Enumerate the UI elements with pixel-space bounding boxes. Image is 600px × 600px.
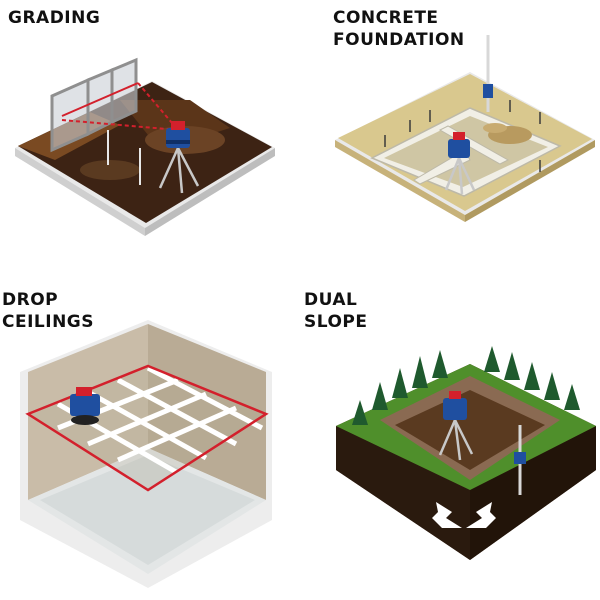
laser-receiver-icon <box>483 35 493 112</box>
title-line: DUAL <box>304 290 358 310</box>
title-grading: GRADING <box>8 7 100 29</box>
rotary-laser-icon <box>448 132 470 158</box>
slope-arrow-icon <box>432 502 496 528</box>
title-dual-slope: DUAL SLOPE <box>304 289 368 333</box>
title-line: CEILINGS <box>2 312 94 332</box>
tripod-icon <box>158 147 200 194</box>
title-line: DROP <box>2 290 59 310</box>
rotary-laser-icon <box>166 121 190 148</box>
tree-line <box>352 346 580 425</box>
laser-receiver-icon <box>514 425 526 495</box>
laser-line-perimeter <box>25 364 269 492</box>
title-line: CONCRETE <box>333 8 439 28</box>
tripod-icon <box>438 419 474 461</box>
tripod-icon <box>444 157 476 195</box>
title-drop-ceilings: DROP CEILINGS <box>2 289 94 333</box>
title-concrete-foundation: CONCRETE FOUNDATION <box>333 7 465 51</box>
fence-panels <box>50 57 138 153</box>
title-line: SLOPE <box>304 312 368 332</box>
rotary-laser-icon <box>70 387 100 425</box>
ceiling-grid <box>56 365 264 475</box>
title-line: FOUNDATION <box>333 30 465 50</box>
rotary-laser-icon <box>443 391 467 420</box>
title-line: GRADING <box>8 8 101 28</box>
